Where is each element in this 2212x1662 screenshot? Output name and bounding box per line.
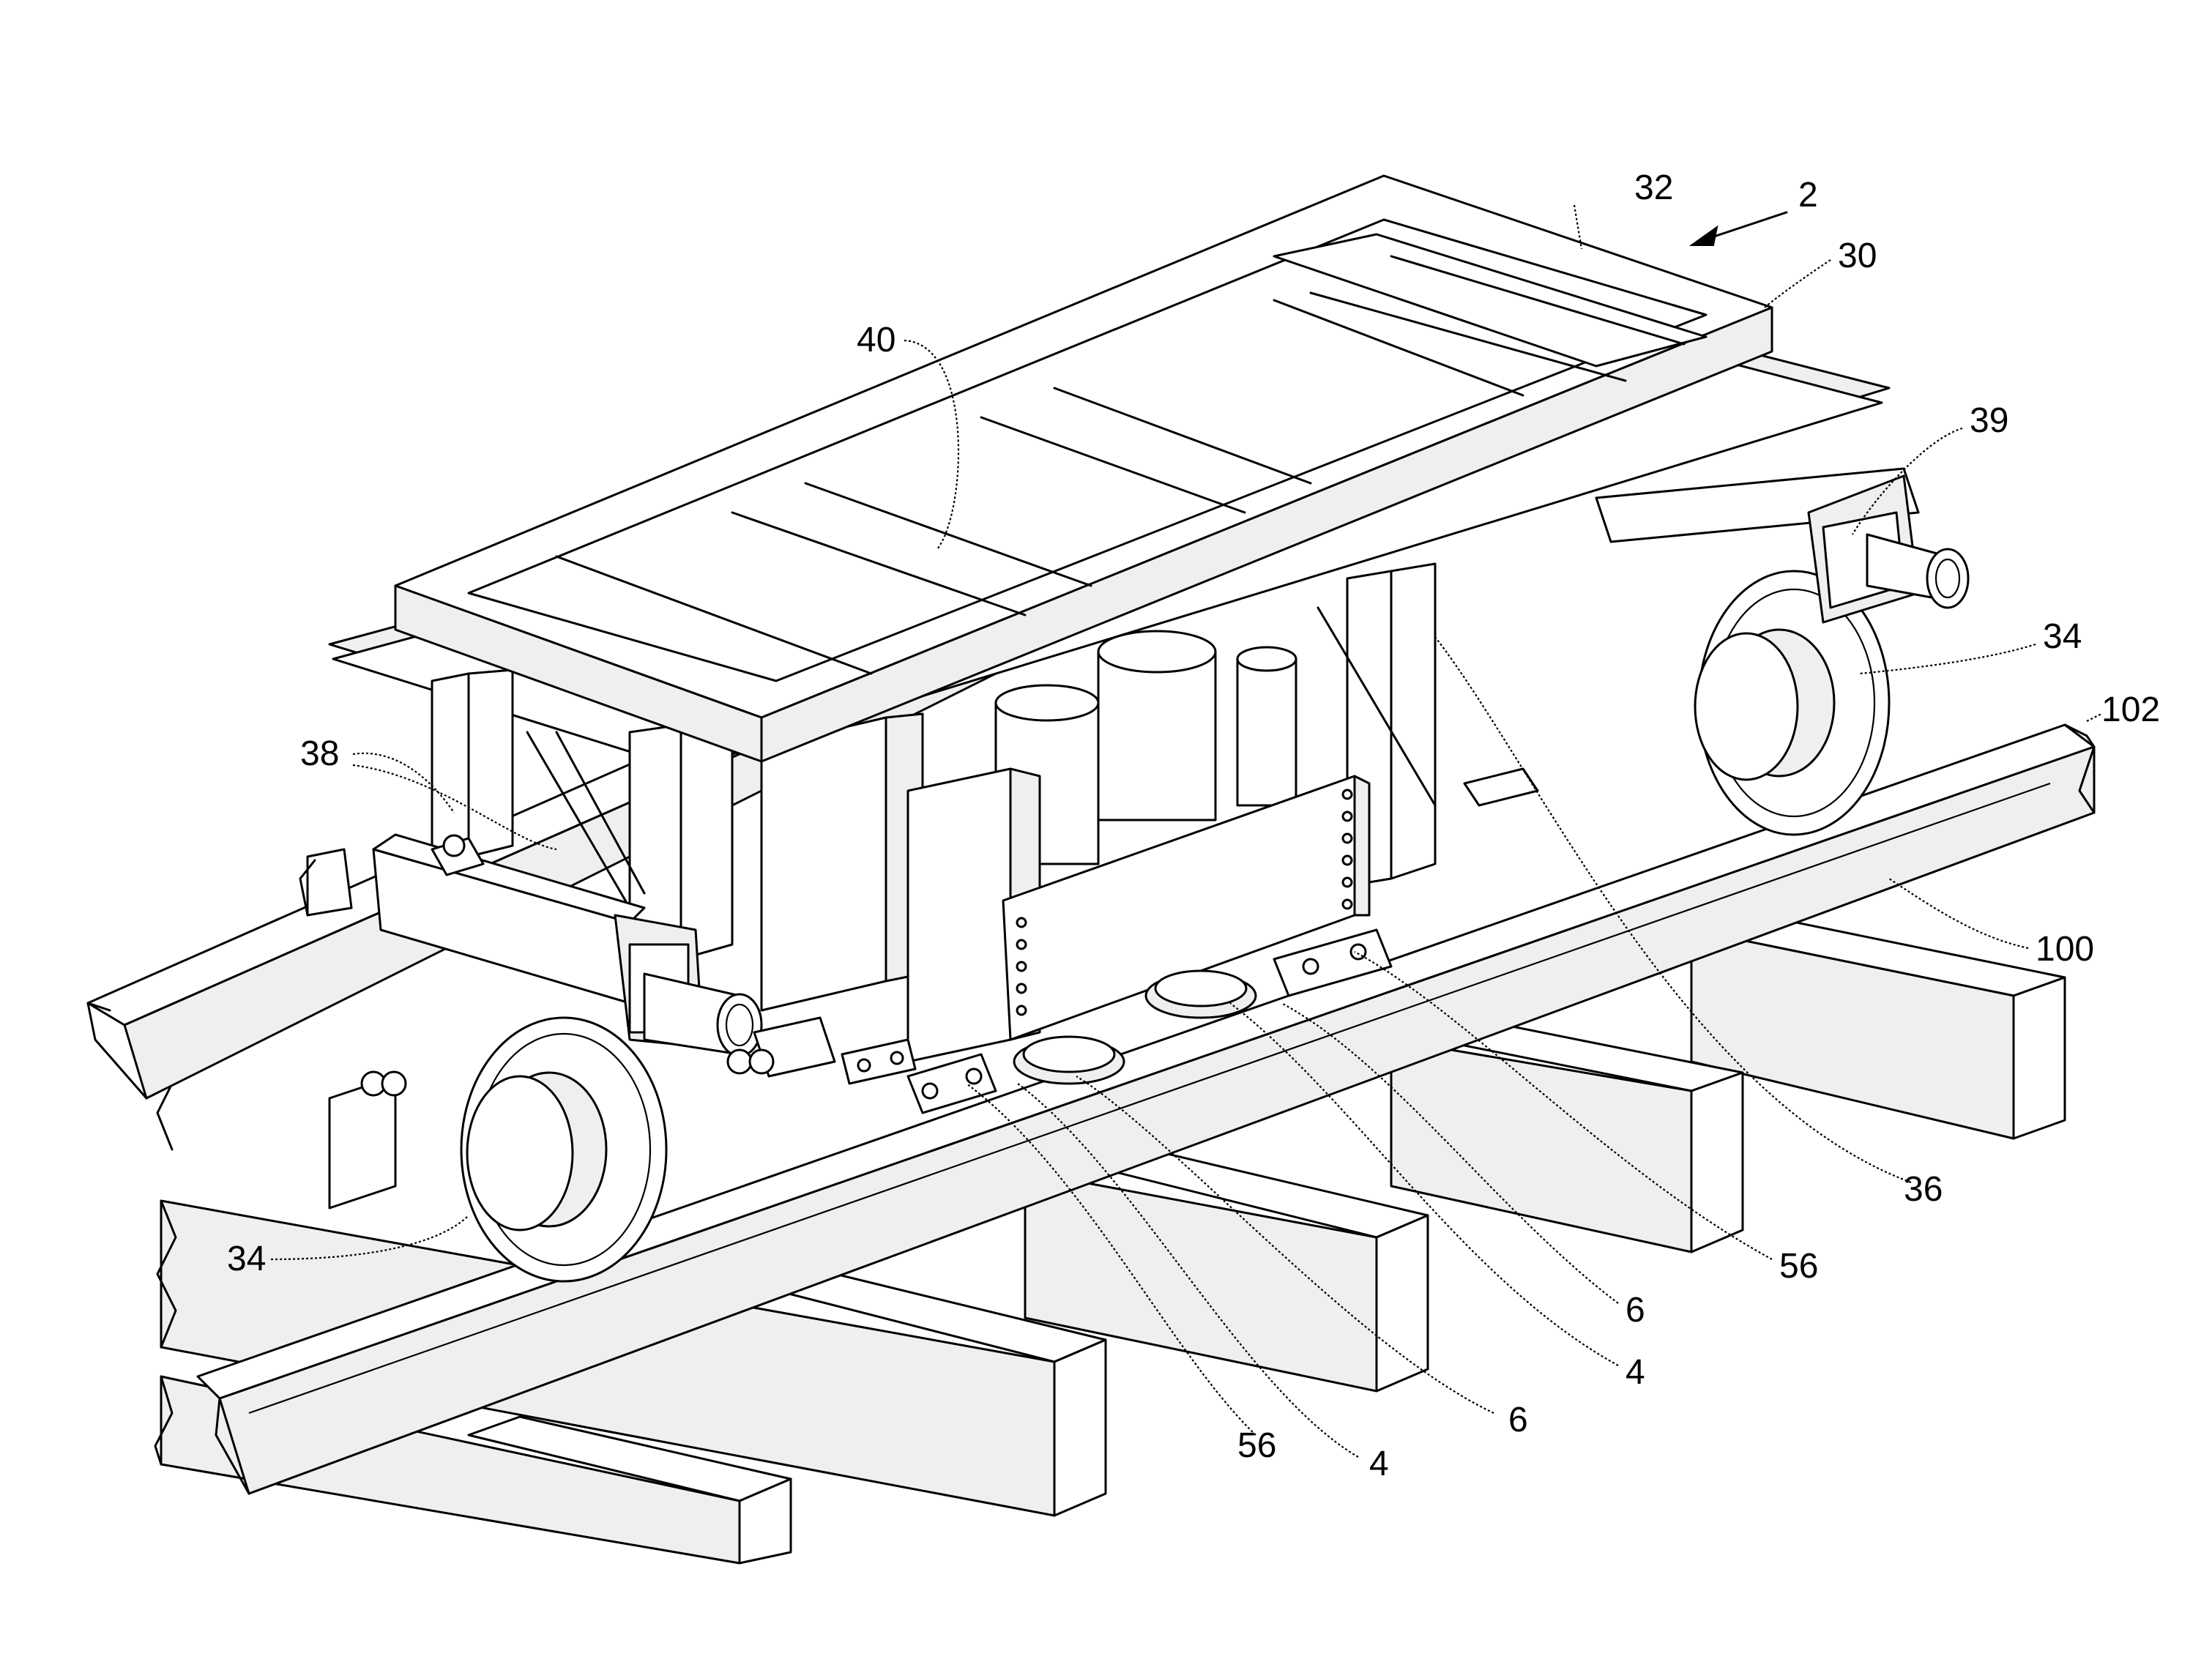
label-38: 38 [300, 734, 339, 773]
label-32: 32 [1634, 168, 1673, 207]
label-56-lower: 56 [1237, 1426, 1276, 1465]
railroad-ties [155, 912, 2065, 1563]
label-56-right: 56 [1779, 1247, 1818, 1286]
tie-back-2 [1391, 1021, 1743, 1252]
label-34-left: 34 [227, 1240, 266, 1278]
label-102: 102 [2101, 690, 2160, 729]
label-4-lower: 4 [1369, 1445, 1389, 1483]
label-6-lower: 6 [1508, 1401, 1528, 1439]
label-100: 100 [2036, 930, 2094, 969]
label-6-upper: 6 [1626, 1291, 1645, 1330]
label-4-upper: 4 [1626, 1353, 1645, 1392]
label-40: 40 [857, 321, 895, 359]
label-39: 39 [1970, 401, 2008, 440]
label-34-right: 34 [2043, 617, 2082, 656]
label-30: 30 [1838, 236, 1877, 275]
label-2: 2 [1798, 176, 1818, 215]
label-36: 36 [1904, 1170, 1943, 1209]
tie-back-1 [1691, 912, 2065, 1139]
